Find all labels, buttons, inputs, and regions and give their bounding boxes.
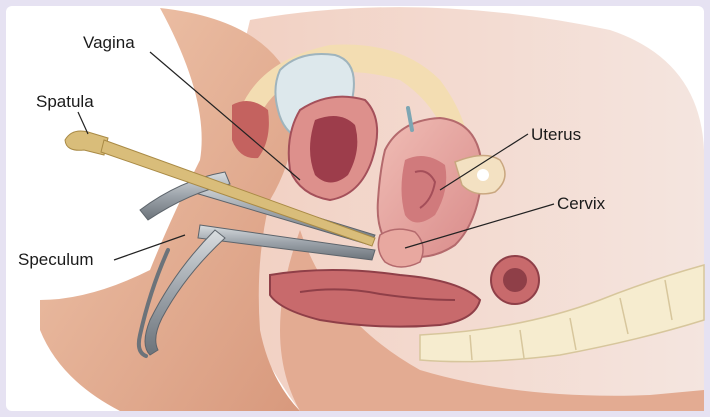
ovary-highlight [477,169,489,181]
label-vagina: Vagina [83,33,135,53]
label-cervix: Cervix [557,194,605,214]
label-spatula: Spatula [36,92,94,112]
label-speculum: Speculum [18,250,94,270]
cervix [378,229,423,267]
label-uterus: Uterus [531,125,581,145]
bowel-lumen [503,268,527,292]
